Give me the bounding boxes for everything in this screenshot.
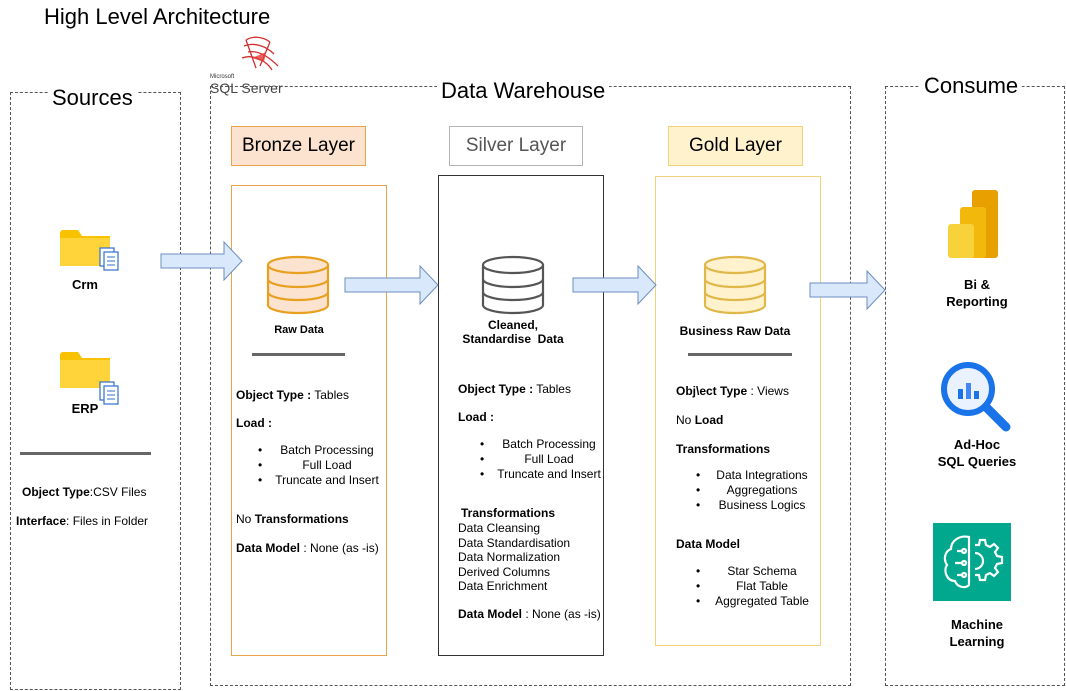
list-item: Business Logics bbox=[696, 498, 814, 513]
sql-server-logo: Microsoft SQL Server bbox=[208, 32, 298, 96]
sources-interface: Interface: Files in Folder bbox=[16, 514, 149, 528]
gold-layer-header: Gold Layer bbox=[668, 126, 803, 166]
list-item: Data Cleansing bbox=[458, 521, 541, 535]
consume-ml-label: Machine Learning bbox=[949, 617, 1005, 649]
sql-server-vendor: Microsoft bbox=[210, 74, 235, 80]
gold-divider bbox=[688, 353, 792, 356]
bronze-database-icon bbox=[265, 255, 331, 315]
gold-db-caption: Business Raw Data bbox=[679, 324, 791, 338]
gold-transformations-label: Transformations bbox=[676, 442, 771, 456]
list-item: Aggregated Table bbox=[696, 594, 814, 609]
consume-adhoc-label: Ad-Hoc SQL Queries bbox=[937, 437, 1017, 469]
bronze-transformations: No Transformations bbox=[236, 512, 349, 526]
list-item: Data Integrations bbox=[696, 468, 814, 483]
list-item: Batch Processing bbox=[480, 437, 604, 452]
list-item: Truncate and Insert bbox=[480, 467, 604, 482]
crm-folder-icon bbox=[60, 226, 122, 274]
power-bi-icon bbox=[946, 190, 998, 260]
gold-transformations-list: Data Integrations Aggregations Business … bbox=[696, 468, 814, 513]
list-item: Derived Columns bbox=[458, 564, 551, 579]
gold-layer-card bbox=[655, 176, 821, 646]
silver-layer-card bbox=[438, 175, 604, 656]
silver-load-label: Load : bbox=[458, 410, 494, 424]
list-item: Full Load bbox=[480, 452, 604, 467]
sources-title: Sources bbox=[48, 85, 137, 111]
source-crm-label: Crm bbox=[71, 277, 98, 292]
gold-load: No Load bbox=[676, 413, 724, 427]
page-title: High Level Architecture bbox=[44, 4, 271, 29]
bronze-divider bbox=[252, 353, 345, 356]
list-item: Data Enrichment bbox=[458, 579, 548, 593]
silver-database-icon bbox=[480, 255, 546, 315]
list-item: Truncate and Insert bbox=[258, 473, 382, 488]
list-item: Batch Processing bbox=[258, 443, 382, 458]
list-item: Data Normalization bbox=[458, 550, 561, 564]
bronze-db-caption: Raw Data bbox=[274, 324, 324, 336]
gold-data-model-list: Star Schema Flat Table Aggregated Table bbox=[696, 564, 814, 609]
gold-data-model-label: Data Model bbox=[676, 537, 741, 551]
warehouse-title: Data Warehouse bbox=[437, 78, 610, 104]
arrow-sources-to-bronze bbox=[160, 240, 243, 282]
bronze-load-label: Load : bbox=[236, 416, 272, 430]
list-item: Aggregations bbox=[696, 483, 814, 498]
silver-object-type: Object Type : Tables bbox=[458, 382, 571, 396]
silver-transformations-label: Transformations bbox=[461, 506, 556, 520]
silver-data-model: Data Model : None (as -is) bbox=[458, 607, 601, 621]
silver-transformations-list: Data Cleansing Data Standardisation Data… bbox=[458, 521, 570, 594]
arrow-gold-to-consume bbox=[809, 269, 886, 311]
ml-brain-gear-icon bbox=[933, 523, 1011, 601]
erp-folder-icon bbox=[60, 348, 122, 408]
list-item: Full Load bbox=[258, 458, 382, 473]
silver-load-list: Batch Processing Full Load Truncate and … bbox=[480, 437, 604, 482]
bronze-layer-header: Bronze Layer bbox=[231, 126, 366, 166]
arrow-silver-to-gold bbox=[572, 264, 657, 306]
list-item: Flat Table bbox=[696, 579, 814, 594]
bronze-layer-card bbox=[231, 185, 387, 656]
source-erp-label: ERP bbox=[71, 401, 99, 416]
query-magnifier-icon bbox=[940, 361, 1012, 433]
bronze-load-list: Batch Processing Full Load Truncate and … bbox=[258, 443, 382, 488]
sources-divider bbox=[20, 452, 151, 455]
gold-database-icon bbox=[702, 255, 768, 315]
list-item: Star Schema bbox=[696, 564, 814, 579]
gold-object-type: Obj\ect Type : Views bbox=[676, 384, 789, 398]
bronze-object-type: Object Type : Tables bbox=[236, 388, 349, 402]
silver-layer-header: Silver Layer bbox=[449, 126, 583, 166]
bronze-data-model: Data Model : None (as -is) bbox=[236, 541, 379, 555]
arrow-bronze-to-silver bbox=[344, 264, 439, 306]
consume-bi-label: Bi & Reporting bbox=[946, 277, 1008, 309]
consume-title: Consume bbox=[920, 73, 1023, 99]
sources-object-type: Object Type:CSV Files bbox=[22, 485, 147, 499]
list-item: Data Standardisation bbox=[458, 535, 571, 550]
sql-server-icon bbox=[241, 36, 279, 71]
sql-server-label: SQL Server bbox=[210, 80, 283, 96]
silver-db-caption: Cleaned, Standardise Data bbox=[462, 318, 564, 346]
